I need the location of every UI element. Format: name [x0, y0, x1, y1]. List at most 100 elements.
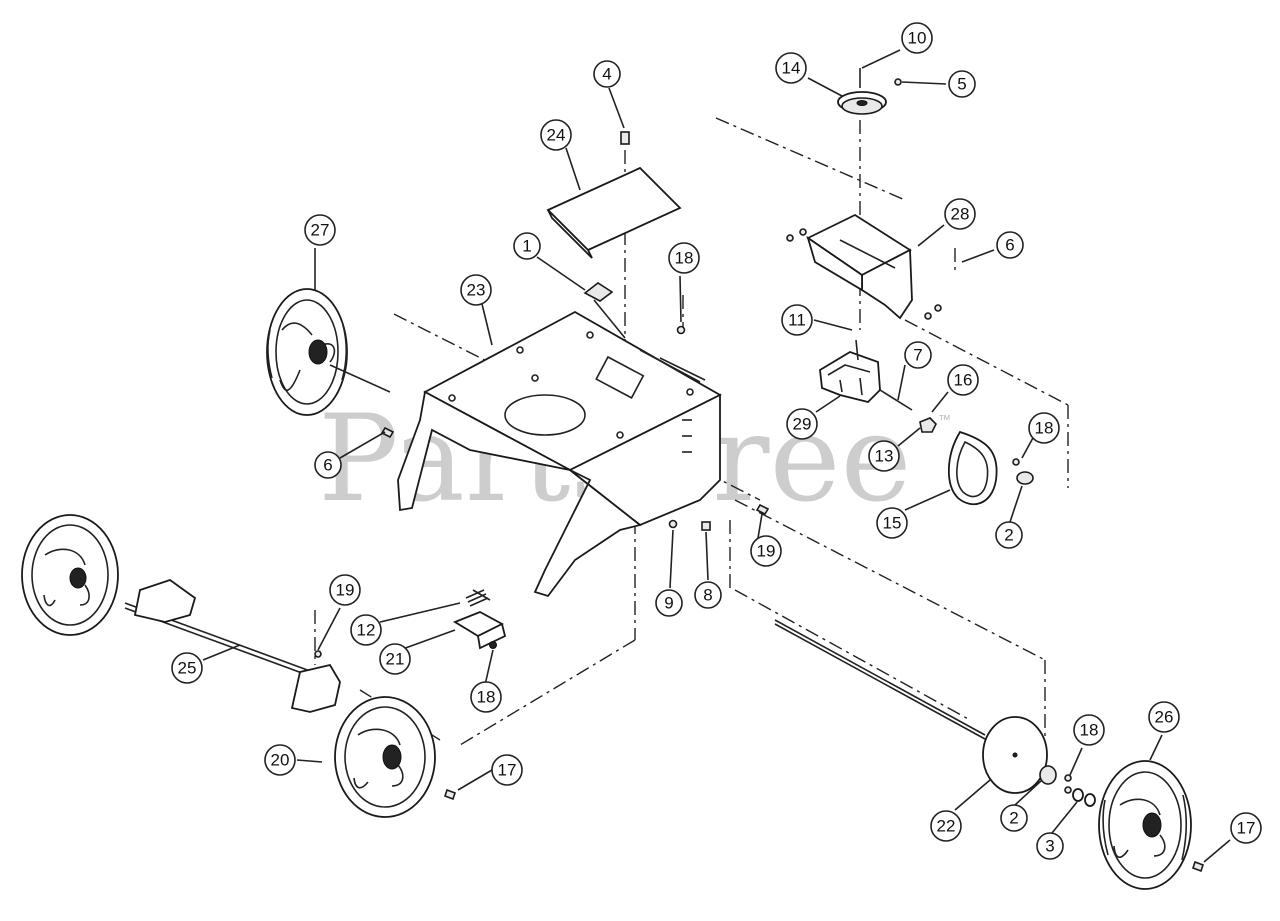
callout-5: 5 — [957, 75, 966, 94]
wheel-26 — [1098, 760, 1205, 890]
callout-22-circle — [930, 810, 962, 842]
callout-4: 4 — [602, 65, 611, 84]
callout-19a-circle — [750, 535, 782, 567]
callout-4-circle — [593, 60, 621, 88]
washer-3 — [1072, 788, 1084, 802]
callout-7: 7 — [913, 346, 922, 365]
gearbox-29 — [819, 339, 937, 433]
bearing-2-lower — [1039, 765, 1057, 785]
callout-9: 9 — [664, 594, 673, 613]
height-adjuster-21 — [452, 589, 507, 650]
callout-23: 23 — [467, 281, 486, 300]
transmission-bracket-28 — [786, 213, 942, 320]
callout-20: 20 — [271, 751, 290, 770]
callout-14: 14 — [782, 59, 801, 78]
callout-15: 15 — [883, 514, 902, 533]
screw-4 — [620, 131, 630, 145]
callout-1: 1 — [522, 237, 531, 256]
wheel-20 — [334, 696, 457, 818]
callout-19b: 19 — [336, 581, 355, 600]
bolt-8 — [701, 521, 711, 531]
callout-18a: 18 — [675, 249, 694, 268]
bearing-2-upper — [1012, 458, 1034, 485]
nut-9 — [668, 519, 678, 529]
callout-29-circle — [786, 408, 818, 440]
callout-13-circle — [868, 440, 900, 472]
callout-2a-circle — [995, 521, 1023, 549]
screw-19-right — [755, 503, 770, 516]
callout-10: 10 — [908, 29, 927, 48]
callout-18b-circle — [1028, 412, 1060, 444]
callout-3-circle — [1036, 832, 1064, 860]
front-axle-25 — [124, 579, 341, 713]
callout-12-circle — [350, 614, 382, 646]
callout-14-circle — [775, 52, 807, 84]
wheel-20-back — [21, 514, 119, 636]
callout-17a: 17 — [498, 761, 517, 780]
callout-7-circle — [904, 341, 932, 369]
callout-18b: 18 — [1035, 419, 1054, 438]
callout-24: 24 — [547, 126, 566, 145]
callout-1-circle — [513, 232, 541, 260]
callout-16-circle — [947, 364, 979, 396]
callout-6a-circle — [996, 231, 1024, 259]
bushing-13 — [919, 417, 937, 433]
nut-18-top — [676, 325, 686, 335]
callout-5-circle — [948, 70, 976, 98]
callout-26: 26 — [1155, 708, 1174, 727]
callout-20-circle — [264, 744, 296, 776]
rear-axle — [774, 619, 1096, 807]
callout-25: 25 — [178, 659, 197, 678]
callout-6b: 6 — [323, 456, 332, 475]
pulley-14 — [837, 68, 902, 115]
hardware-parts — [380, 131, 770, 531]
callout-18c-circle — [470, 681, 502, 713]
callout-10-circle — [901, 22, 933, 54]
callout-19a: 19 — [757, 542, 776, 561]
wheel-27 — [266, 288, 391, 416]
cover-plate-24 — [546, 166, 682, 259]
callout-28-circle — [944, 198, 976, 230]
belt-15 — [947, 430, 998, 506]
callout-18d-circle — [1073, 714, 1105, 746]
callout-17a-circle — [491, 754, 523, 786]
callout-17b: 17 — [1237, 819, 1256, 838]
callout-9-circle — [655, 589, 683, 617]
callout-12: 12 — [357, 621, 376, 640]
callout-18c: 18 — [477, 688, 496, 707]
callout-8: 8 — [703, 586, 712, 605]
callout-24-circle — [540, 119, 572, 151]
callout-18a-circle — [668, 242, 700, 274]
callout-25-circle — [171, 652, 203, 684]
callouts: 1 2 2 3 4 5 6 6 7 8 9 10 11 12 13 14 15 … — [171, 22, 1262, 860]
callout-27-circle — [304, 214, 336, 246]
callout-11-circle — [781, 304, 813, 336]
callout-22: 22 — [937, 817, 956, 836]
callout-11: 11 — [788, 311, 806, 330]
callout-18d: 18 — [1080, 721, 1099, 740]
callout-2a: 2 — [1004, 526, 1013, 545]
screw-17-right — [1191, 860, 1205, 873]
callout-2b: 2 — [1009, 809, 1018, 828]
deck-frame-23 — [397, 310, 722, 598]
callout-13: 13 — [875, 447, 894, 466]
screw-6-left — [380, 426, 395, 439]
callout-21: 21 — [386, 650, 405, 669]
leader-lines — [202, 49, 1231, 863]
callout-6b-circle — [314, 451, 342, 479]
callout-19b-circle — [329, 574, 361, 606]
callout-29: 29 — [793, 415, 812, 434]
screw-17-left — [443, 788, 457, 801]
callout-3: 3 — [1045, 837, 1054, 856]
callout-15-circle — [876, 507, 908, 539]
callout-27: 27 — [311, 221, 330, 240]
callout-21-circle — [379, 643, 411, 675]
callout-23-circle — [460, 274, 492, 306]
callout-28: 28 — [951, 205, 970, 224]
callout-17b-circle — [1230, 812, 1262, 844]
callout-16: 16 — [954, 371, 973, 390]
callout-2b-circle — [1000, 804, 1028, 832]
callout-6a: 6 — [1005, 236, 1014, 255]
callout-26-circle — [1148, 701, 1180, 733]
